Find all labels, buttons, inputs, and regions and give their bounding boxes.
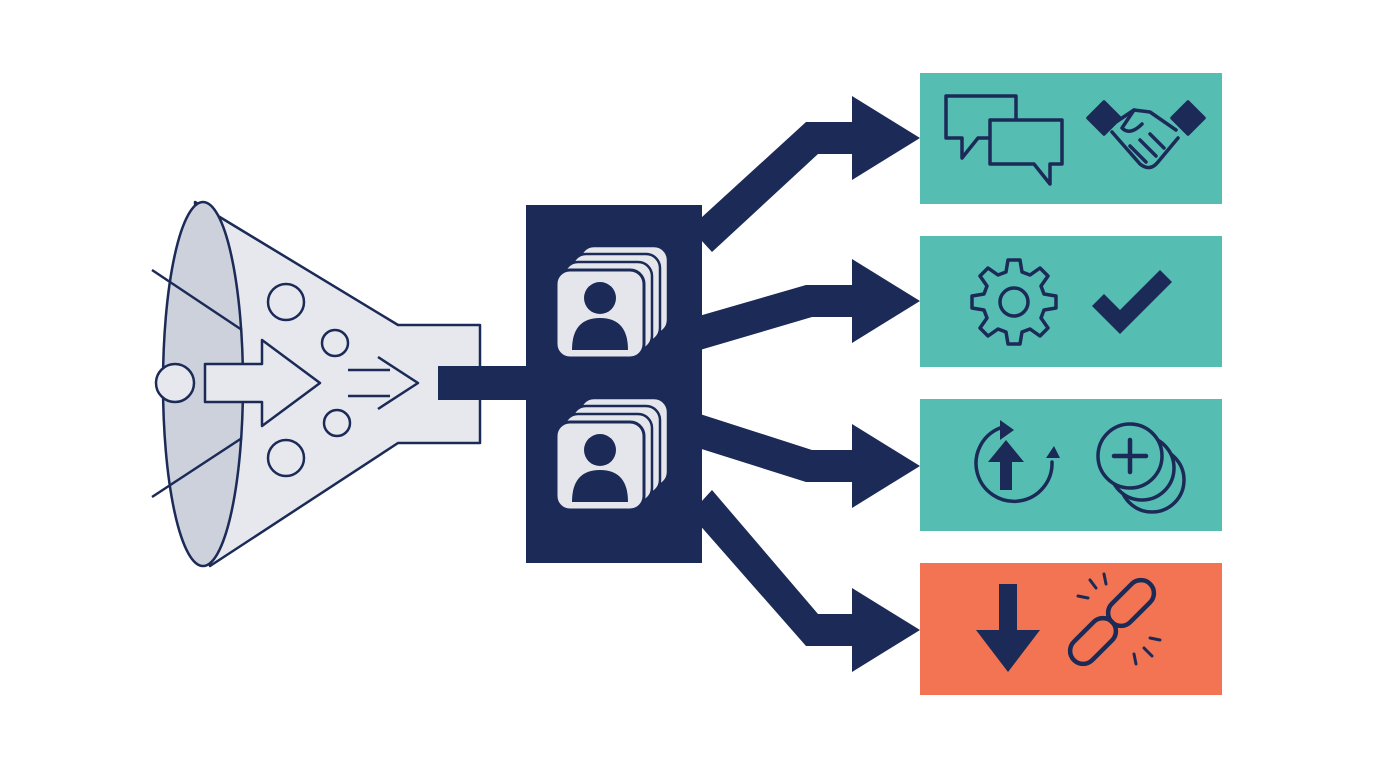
- connector-arrows: [690, 96, 920, 672]
- input-funnel: [151, 200, 530, 568]
- outcome-growth: [920, 399, 1222, 531]
- funnel-output-connector: [438, 366, 530, 400]
- add-coins-icon: [1096, 422, 1186, 514]
- arrow-to-growth-head: [852, 424, 920, 508]
- arrow-to-churn-head: [852, 588, 920, 672]
- down-arrow-icon: [976, 584, 1040, 672]
- arrow-to-churn-line: [690, 490, 856, 646]
- entry-node-circle: [154, 362, 196, 404]
- big-flow-arrow: [203, 338, 322, 428]
- outcome-churn: [920, 563, 1222, 695]
- handshake-icon: [1086, 100, 1206, 170]
- arrow-to-engagement-line: [690, 122, 856, 252]
- outcome-engagement: [920, 73, 1222, 204]
- checkmark-icon: [1092, 270, 1172, 334]
- broken-link-icon: [1067, 572, 1162, 667]
- arrow-to-growth-line: [692, 414, 856, 482]
- intake-line-bottom: [151, 436, 243, 499]
- double-chevron-arrow: [348, 355, 420, 411]
- arrow-to-success-head: [852, 259, 920, 343]
- user-profile-stack-icon: [554, 244, 670, 360]
- customer-hub: [526, 205, 702, 563]
- intake-line-top: [151, 268, 243, 332]
- outcome-success: [920, 236, 1222, 367]
- funnel-body: [193, 200, 482, 568]
- chat-bubbles-icon: [944, 94, 1064, 186]
- outcome-card-churn: [920, 563, 1222, 695]
- arrow-to-engagement-head: [852, 96, 920, 180]
- gear-icon: [970, 258, 1058, 346]
- outcome-card-success: [920, 236, 1222, 367]
- arrow-to-success-line: [692, 285, 856, 350]
- upgrade-cycle-icon: [974, 420, 1060, 504]
- user-profile-stack-icon: [554, 396, 670, 512]
- particle-circles: [266, 282, 352, 478]
